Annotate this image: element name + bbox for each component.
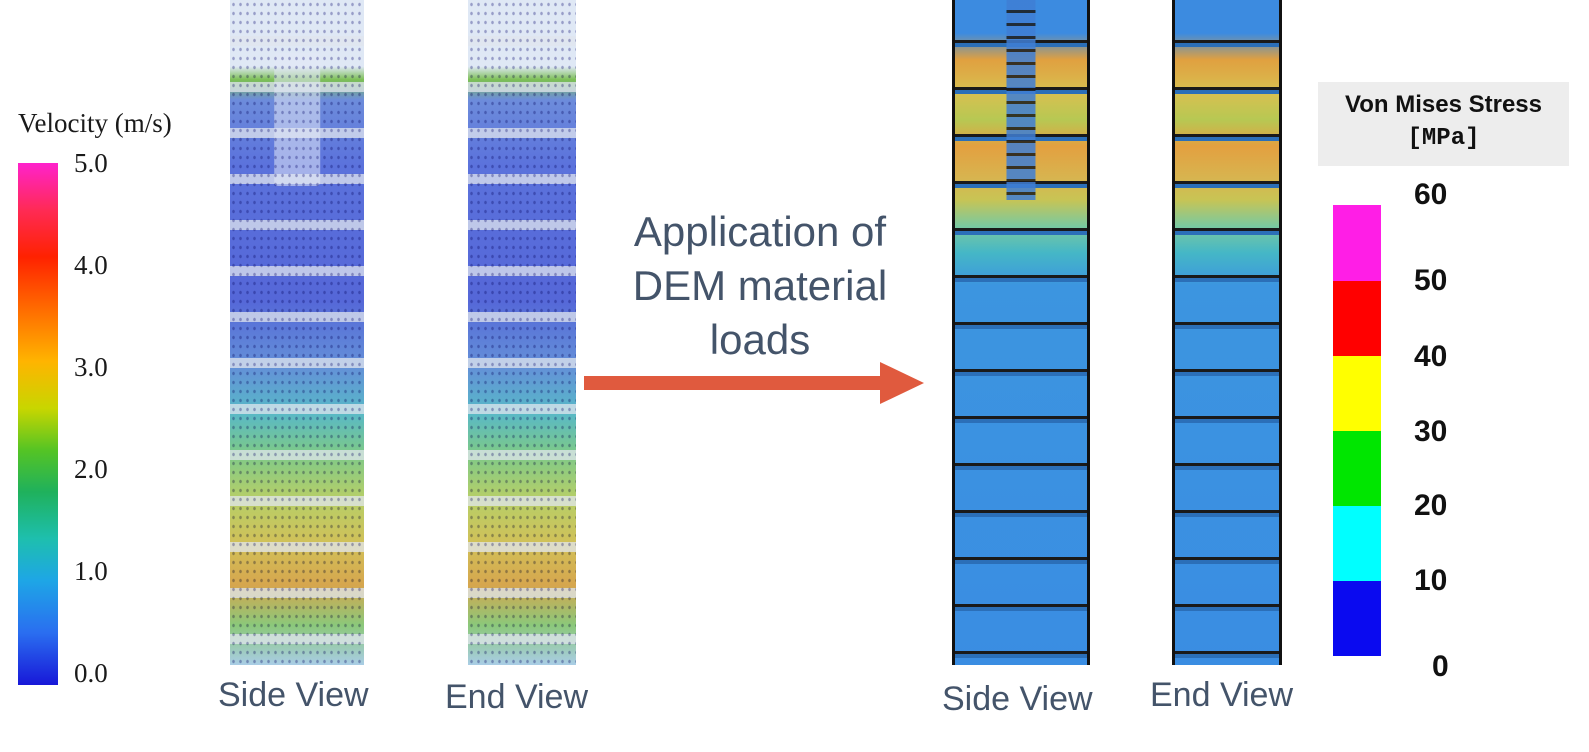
stress-tick: 0 (1432, 650, 1449, 683)
dem-side-view-image (230, 0, 364, 665)
stress-tick: 50 (1414, 264, 1448, 297)
velocity-legend-title: Velocity (m/s) (18, 108, 172, 138)
arrow-text-line: DEM material (632, 262, 888, 309)
velocity-tick: 3.0 (74, 352, 108, 382)
stress-band-10-20 (1333, 506, 1381, 581)
fea-end-view-image (1172, 0, 1282, 665)
dem-side-core (274, 53, 320, 187)
velocity-tick: 2.0 (74, 454, 108, 484)
arrow-shaft (584, 376, 884, 390)
stress-title-line2: [MPa] (1407, 125, 1480, 152)
right-arrow-icon (584, 362, 924, 404)
velocity-tick: 5.0 (74, 148, 108, 178)
stress-tick: 60 (1414, 178, 1448, 211)
stress-band-50-60 (1333, 205, 1381, 281)
stress-tick: 30 (1414, 415, 1448, 448)
velocity-tick: 1.0 (74, 556, 108, 586)
velocity-tick: 4.0 (74, 250, 108, 280)
fea-end-view-caption: End View (1150, 676, 1294, 714)
dem-side-view-caption: Side View (218, 676, 369, 714)
stress-band-40-50 (1333, 281, 1381, 356)
stress-title-line1: Von Mises Stress (1345, 91, 1542, 118)
stress-band-30-40 (1333, 356, 1381, 431)
velocity-tick: 0.0 (74, 658, 108, 688)
arrow-text-line: loads (709, 316, 811, 363)
stress-band-20-30 (1333, 431, 1381, 506)
stress-tick: 20 (1414, 489, 1448, 522)
stress-tick: 10 (1414, 564, 1448, 597)
arrow-annotation: Application of DEM material loads (600, 205, 920, 367)
fea-side-view-caption: Side View (942, 680, 1093, 718)
arrow-head (880, 362, 924, 404)
stress-tick: 40 (1414, 340, 1448, 373)
stress-band-0-10 (1333, 581, 1381, 656)
fea-side-spine (1006, 0, 1036, 200)
fea-side-view-image (952, 0, 1090, 665)
velocity-colorbar (18, 163, 58, 685)
dem-end-view-image (468, 0, 576, 665)
dem-end-view-caption: End View (445, 678, 589, 716)
stress-legend-title: Von Mises Stress [MPa] (1318, 82, 1569, 166)
arrow-text-line: Application of (633, 208, 887, 255)
